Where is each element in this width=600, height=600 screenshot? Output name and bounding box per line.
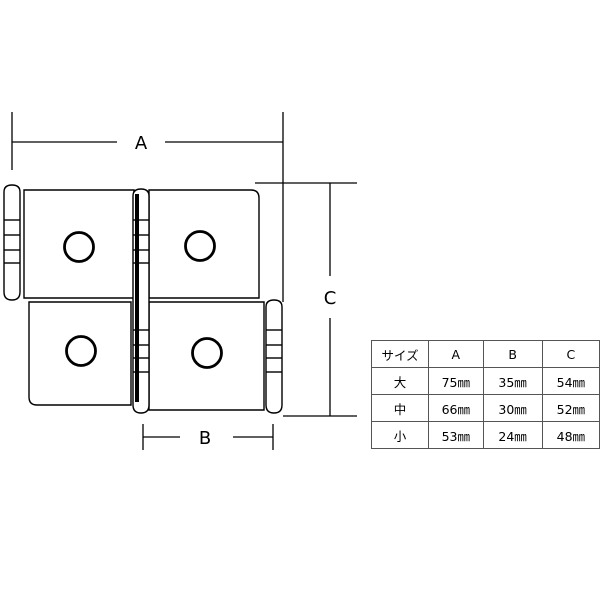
table-row: 中 66㎜ 30㎜ 52㎜ bbox=[370, 394, 600, 422]
table-cell: 52㎜ bbox=[541, 394, 600, 422]
table-cell: 75㎜ bbox=[428, 367, 484, 395]
table-cell: 53㎜ bbox=[428, 421, 484, 449]
dimension-label-a: A bbox=[135, 133, 148, 154]
left-knuckle bbox=[3, 184, 21, 301]
table-cell: 小 bbox=[370, 421, 430, 449]
dimension-label-b: B bbox=[199, 428, 211, 449]
hinge-drawing bbox=[3, 184, 283, 414]
table-header-cell: A bbox=[428, 340, 484, 368]
dimension-a bbox=[11, 112, 284, 302]
screw-hole bbox=[65, 335, 97, 367]
table-cell: 大 bbox=[370, 367, 430, 395]
right-knuckle bbox=[265, 299, 283, 414]
screw-hole bbox=[184, 230, 216, 262]
table-cell: 30㎜ bbox=[482, 394, 543, 422]
table-header-cell: サイズ bbox=[370, 340, 430, 368]
table-row: 大 75㎜ 35㎜ 54㎜ bbox=[370, 367, 600, 395]
table-cell: 54㎜ bbox=[541, 367, 600, 395]
dimension-label-c: C bbox=[324, 288, 337, 309]
table-cell: 中 bbox=[370, 394, 430, 422]
dimension-b bbox=[142, 424, 274, 450]
table-header-row: サイズ A B C bbox=[370, 340, 600, 368]
table-row: 小 53㎜ 24㎜ 48㎜ bbox=[370, 421, 600, 449]
table-cell: 48㎜ bbox=[541, 421, 600, 449]
table-cell: 35㎜ bbox=[482, 367, 543, 395]
screw-holes bbox=[63, 230, 223, 369]
table-cell: 24㎜ bbox=[482, 421, 543, 449]
screw-hole bbox=[63, 231, 95, 263]
table-header-cell: C bbox=[541, 340, 600, 368]
size-table: サイズ A B C 大 75㎜ 35㎜ 54㎜ 中 66㎜ 30㎜ 52㎜ 小 … bbox=[370, 340, 600, 449]
hinge-pin bbox=[135, 194, 139, 402]
table-header-cell: B bbox=[482, 340, 543, 368]
screw-hole bbox=[191, 337, 223, 369]
table-cell: 66㎜ bbox=[428, 394, 484, 422]
dimension-c bbox=[255, 182, 357, 417]
